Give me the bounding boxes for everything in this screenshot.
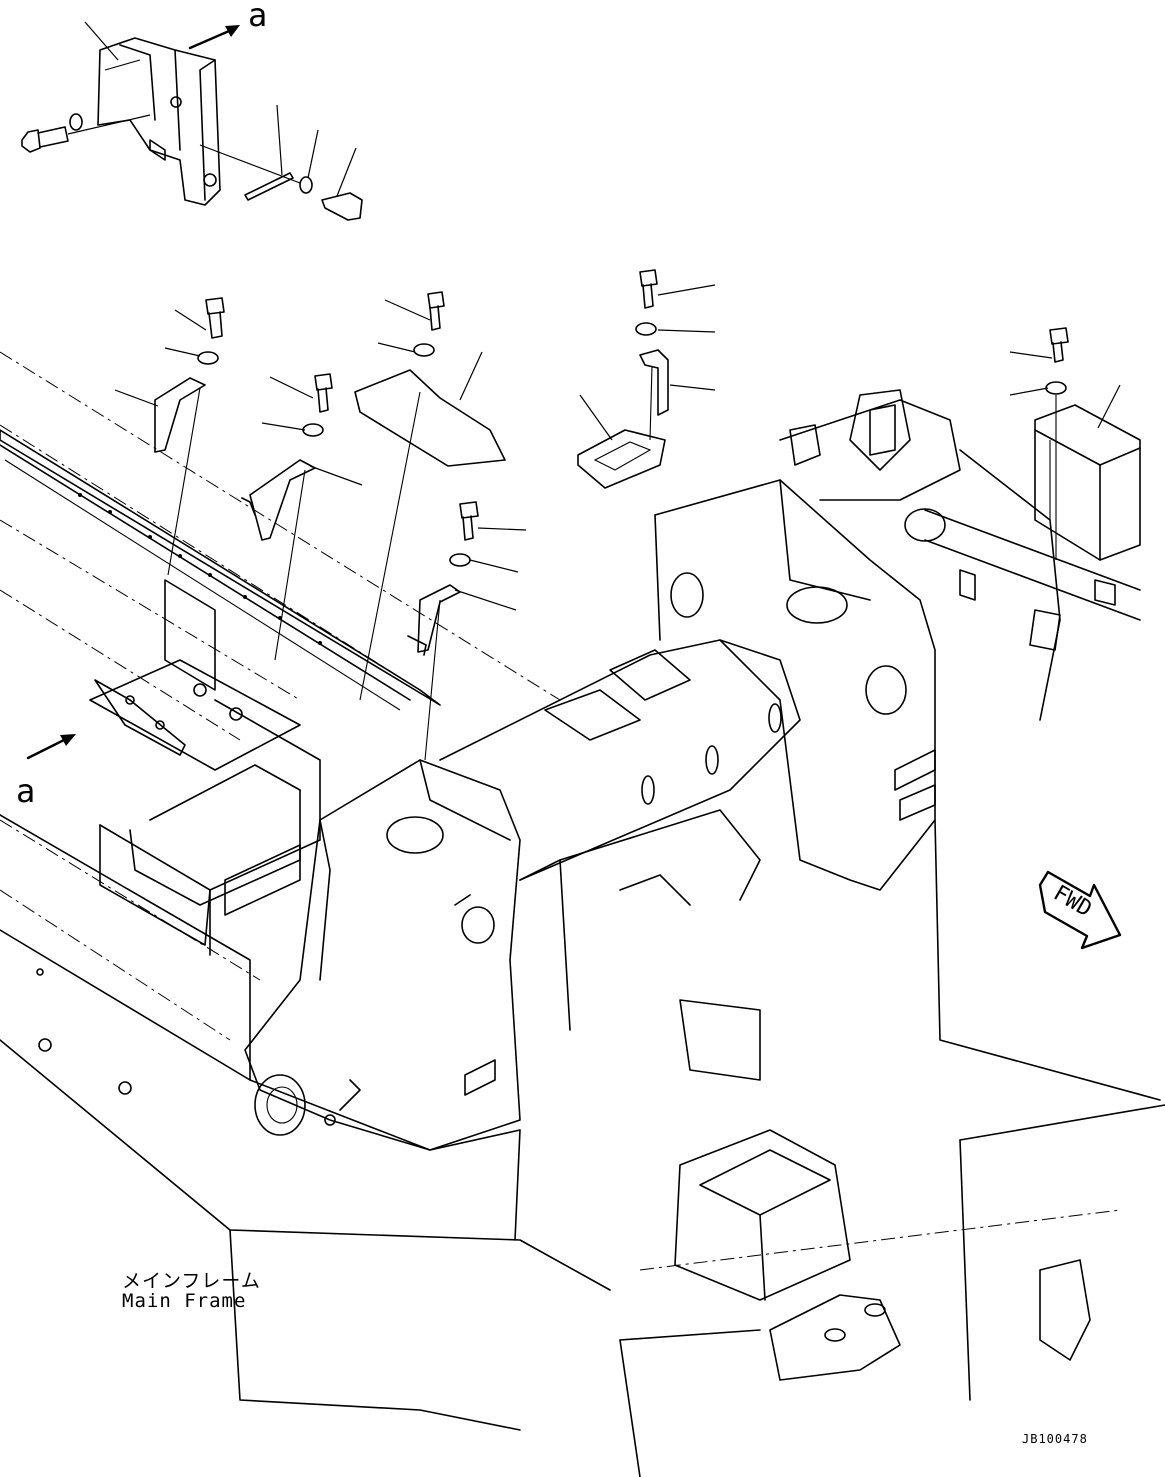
view-arrow-side <box>26 734 76 760</box>
left-tower <box>244 759 521 1151</box>
view-label-top: a <box>248 0 267 34</box>
frame-caption-english: Main Frame <box>122 1290 247 1312</box>
detail-view-a <box>21 21 363 221</box>
left-cross-member <box>89 659 321 956</box>
view-label-side: a <box>16 772 35 810</box>
fwd-label: FWD <box>1049 881 1096 923</box>
bracket-group-4 <box>577 269 716 489</box>
upper-right-member <box>779 389 1141 721</box>
main-frame-outline <box>0 814 611 1431</box>
bracket-group-2 <box>241 373 363 661</box>
frame-caption-japanese: メインフレーム <box>122 1270 261 1292</box>
right-lower-structure <box>619 819 1165 1477</box>
drawing-code: JB100478 <box>1022 1432 1088 1446</box>
right-tower <box>654 479 936 891</box>
bracket-group-5 <box>1009 327 1141 561</box>
cover-plate-group <box>354 291 506 701</box>
left-rail <box>0 429 441 721</box>
bracket-group-3 <box>407 501 527 761</box>
center-beam <box>439 639 801 1031</box>
fwd-arrow-icon <box>1038 870 1122 950</box>
bracket-group-1 <box>114 297 225 576</box>
